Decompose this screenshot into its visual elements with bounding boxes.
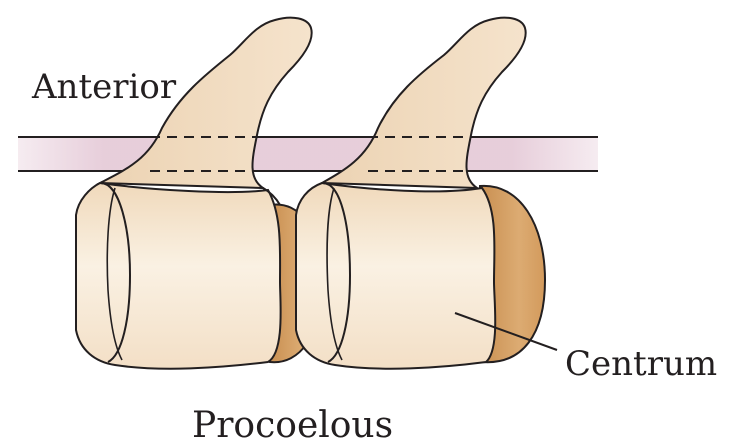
vertebra-2-centrum <box>296 183 495 369</box>
vertebra-2 <box>296 18 545 369</box>
centrum-label: Centrum <box>565 344 717 384</box>
caption-label: Procoelous <box>192 405 393 446</box>
spinal-cord-band <box>18 137 598 171</box>
anterior-label: Anterior <box>31 67 177 107</box>
